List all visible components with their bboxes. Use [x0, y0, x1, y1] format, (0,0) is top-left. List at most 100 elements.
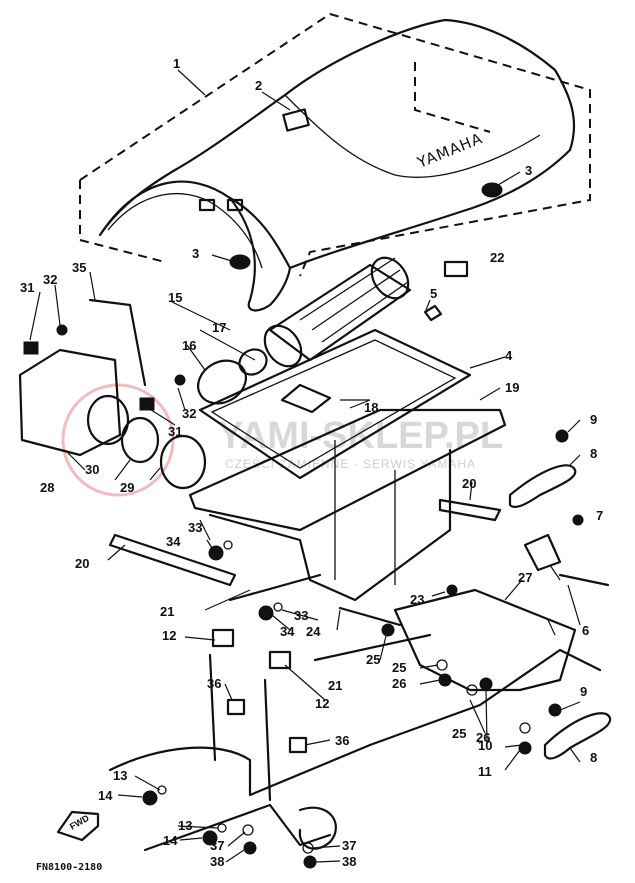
callout-21a: 21	[160, 604, 174, 619]
seat-outline-dash	[79, 12, 591, 277]
clip-part-36b	[288, 736, 308, 754]
clip-part-5	[423, 304, 443, 322]
callout-7: 7	[596, 508, 603, 523]
washer-part-33b	[273, 602, 283, 612]
callout-13a: 13	[113, 768, 127, 783]
callout-25b: 25	[392, 660, 406, 675]
callout-6: 6	[582, 623, 589, 638]
air-box-lid-inner	[210, 339, 457, 469]
washer-part-25b	[436, 659, 448, 671]
strap-part-21-top	[228, 573, 322, 602]
callout-34a: 34	[166, 534, 181, 549]
callout-4: 4	[505, 348, 513, 363]
callout-38a: 38	[210, 854, 224, 869]
ring-parts	[197, 348, 268, 405]
damper-parts	[229, 182, 503, 270]
strap-part-20-left	[108, 533, 237, 587]
callout-22: 22	[490, 250, 504, 265]
ring-part-17	[238, 348, 268, 376]
leader-lines-set	[29, 69, 584, 863]
air-box-lid-part-4	[198, 328, 472, 480]
leader-lines	[29, 69, 584, 863]
nut-part-31a	[23, 341, 39, 355]
strap-part-21-bottom	[313, 633, 432, 662]
clamp-part-22	[443, 260, 469, 278]
rod-part-24	[338, 606, 402, 627]
air-box-case	[208, 448, 452, 602]
washer-part-10	[519, 722, 531, 734]
intake-hose-ribs	[299, 257, 409, 343]
callout-32b: 32	[182, 406, 196, 421]
damper-rubber-right	[481, 182, 503, 198]
seat-inner-dash	[414, 62, 491, 133]
frame-base-part	[108, 533, 610, 852]
callout-14a: 14	[98, 788, 113, 803]
air-box-bracket-18	[280, 383, 332, 414]
air-box-gasket-part-19	[188, 408, 507, 532]
frame-posts	[208, 653, 272, 802]
clip-part-12b	[268, 650, 292, 670]
intake-hose-end	[263, 324, 303, 368]
mount-part-6	[523, 533, 562, 572]
nut-part-38b	[303, 855, 317, 869]
callout-19: 19	[505, 380, 519, 395]
callout-12b: 12	[315, 696, 329, 711]
callout-37a: 37	[210, 838, 224, 853]
clip-part-12a	[211, 628, 235, 648]
callout-29: 29	[120, 480, 134, 495]
callout-9a: 9	[590, 412, 597, 427]
air-box-case-seams	[334, 440, 396, 585]
washer-part-13a	[157, 785, 167, 795]
nut-part-34b	[258, 605, 274, 621]
callout-20b: 20	[462, 476, 476, 491]
callout-21b: 21	[328, 678, 342, 693]
strap-part-20-right	[438, 498, 502, 522]
seat-crease-line	[284, 94, 541, 178]
bolt-part-9a	[555, 429, 569, 443]
callout-3a: 3	[192, 246, 199, 261]
gasket-part-29	[120, 416, 160, 464]
air-box-part	[188, 328, 507, 602]
callout-2: 2	[255, 78, 262, 93]
callout-36b: 36	[335, 733, 349, 748]
callout-25c: 25	[452, 726, 466, 741]
callout-8b: 8	[590, 750, 597, 765]
seat-label-part-2	[282, 108, 310, 132]
callout-labels: 1 2 3 3 4 5 6 7 8 8 9 9 10 11 12 12 13 1…	[20, 56, 603, 869]
callout-28: 28	[40, 480, 54, 495]
callout-26b: 26	[476, 730, 490, 745]
callout-34b: 34	[280, 624, 295, 639]
callout-38b: 38	[342, 854, 356, 869]
clip-part-36a	[226, 698, 246, 716]
callout-30: 30	[85, 462, 99, 477]
callout-31b: 31	[168, 424, 182, 439]
nut-part-34a	[208, 545, 224, 561]
bolt-part-23	[446, 584, 458, 596]
washer-part-37a	[242, 824, 254, 836]
washer-part-25c	[466, 684, 478, 696]
callout-1: 1	[173, 56, 180, 71]
callout-31a: 31	[20, 280, 34, 295]
callout-13b: 13	[178, 818, 192, 833]
nut-part-14a	[142, 790, 158, 806]
callout-12a: 12	[162, 628, 176, 643]
filter-element-30	[159, 434, 207, 490]
forward-direction-marker: FWD	[56, 810, 100, 842]
callout-3b: 3	[525, 163, 532, 178]
seat-side-dash	[79, 180, 166, 263]
callout-9b: 9	[580, 684, 587, 699]
filter-housing-opening	[86, 394, 130, 446]
handle-parts	[508, 464, 612, 760]
callout-37b: 37	[342, 838, 356, 853]
seat-front-skirt	[228, 196, 292, 312]
callout-33b: 33	[294, 608, 308, 623]
bolt-part-7	[572, 514, 584, 526]
seat-brand-text: YAMAHA	[414, 129, 486, 172]
handle-part-8-upper	[508, 464, 577, 509]
bracket-part-27	[393, 588, 577, 692]
nut-part-38a	[243, 841, 257, 855]
callout-8a: 8	[590, 446, 597, 461]
forward-arrow-icon	[56, 810, 100, 842]
seat-hook-left	[198, 198, 216, 212]
handle-part-8-lower	[543, 712, 612, 760]
